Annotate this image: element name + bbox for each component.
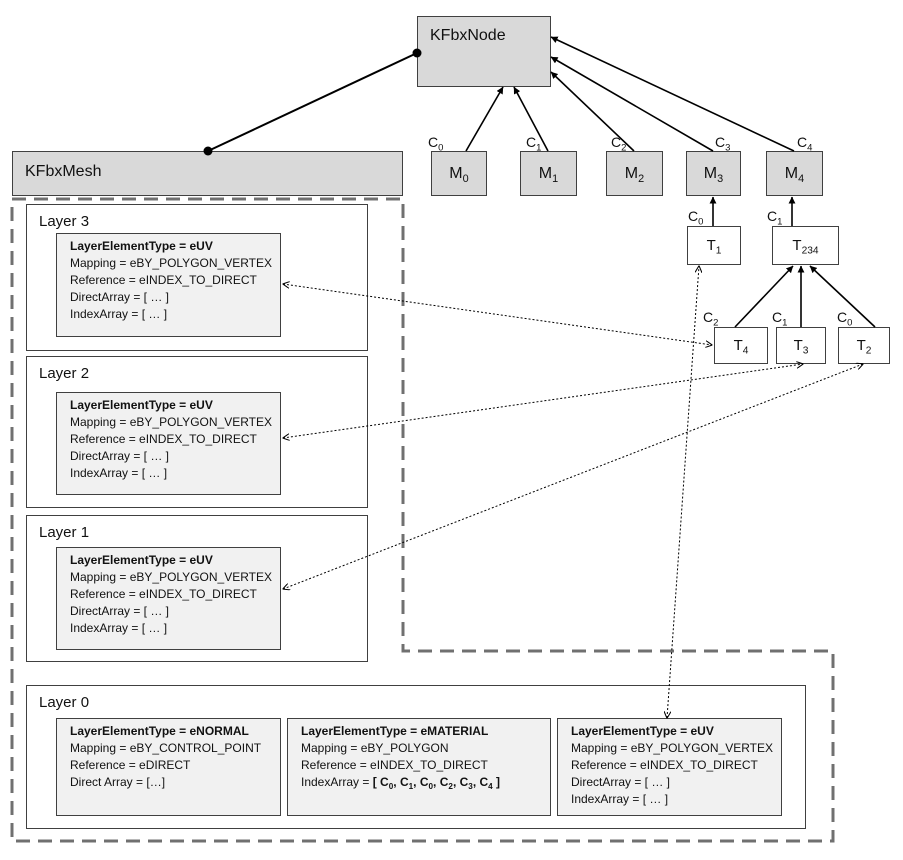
element-type: LayerElementType = eUV bbox=[571, 724, 714, 738]
element-index-array: IndexArray = [ C0, C1, C0, C2, C3, C4 ] bbox=[301, 775, 501, 791]
material-index-value: C3 bbox=[459, 775, 473, 791]
m3-node-arrow bbox=[550, 56, 714, 152]
texture-label: T1 bbox=[706, 237, 722, 257]
layer-element-uv[interactable]: LayerElementType = eUV Mapping = eBY_POL… bbox=[56, 233, 281, 337]
element-type: LayerElementType = eUV bbox=[70, 239, 213, 253]
texture-label: T234 bbox=[792, 237, 819, 257]
material-label: M3 bbox=[703, 164, 724, 185]
element-index-array: IndexArray = [ … ] bbox=[70, 307, 168, 321]
element-reference: Reference = eINDEX_TO_DIRECT bbox=[70, 432, 257, 446]
layer0-t1-uv-link bbox=[667, 266, 699, 718]
element-reference: Reference = eINDEX_TO_DIRECT bbox=[301, 758, 488, 772]
texture-t2[interactable]: T2 bbox=[838, 327, 890, 364]
material-label: M1 bbox=[538, 164, 559, 185]
element-reference: Reference = eINDEX_TO_DIRECT bbox=[571, 758, 758, 772]
layer1-t2-uv-link bbox=[283, 364, 863, 589]
element-index-array: IndexArray = [ … ] bbox=[571, 792, 669, 806]
material-index-value: C0 bbox=[419, 775, 434, 791]
mesh-node-connection bbox=[207, 52, 418, 152]
kfbxnode-box[interactable]: KFbxNode bbox=[417, 16, 551, 87]
material-connection-label: C0 bbox=[428, 134, 444, 154]
layer-element-uv[interactable]: LayerElementType = eUV Mapping = eBY_POL… bbox=[557, 718, 782, 816]
layer-title: Layer 1 bbox=[39, 524, 90, 541]
element-direct-array: DirectArray = [ … ] bbox=[70, 604, 170, 618]
material-connection-label: C4 bbox=[797, 134, 813, 154]
material-index-value: C0 bbox=[380, 775, 394, 791]
layer-element-uv[interactable]: LayerElementType = eUV Mapping = eBY_POL… bbox=[56, 392, 281, 495]
material-m3[interactable]: M3 bbox=[686, 151, 741, 196]
texture-t234[interactable]: T234 bbox=[772, 226, 839, 265]
element-index-array: IndexArray = [ … ] bbox=[70, 621, 168, 635]
element-type: LayerElementType = eNORMAL bbox=[70, 724, 249, 738]
material-m4[interactable]: M4 bbox=[766, 151, 823, 196]
m4-node-arrow bbox=[550, 36, 795, 152]
element-type: LayerElementType = eUV bbox=[70, 553, 213, 567]
material-m2[interactable]: M2 bbox=[606, 151, 663, 196]
texture-connection-label: C0 bbox=[837, 309, 853, 329]
element-mapping: Mapping = eBY_POLYGON_VERTEX bbox=[70, 256, 272, 270]
layer-title: Layer 0 bbox=[39, 694, 90, 711]
kfbxnode-label: KFbxNode bbox=[430, 27, 506, 44]
material-index-values: [ C0, C1, C0, C2, C3, C4 ] bbox=[372, 775, 501, 791]
element-reference: Reference = eINDEX_TO_DIRECT bbox=[70, 587, 257, 601]
element-mapping: Mapping = eBY_POLYGON_VERTEX bbox=[571, 741, 773, 755]
texture-t4[interactable]: T4 bbox=[714, 327, 768, 364]
texture-label: T3 bbox=[793, 337, 809, 357]
kfbxmesh-box[interactable]: KFbxMesh bbox=[12, 151, 403, 196]
material-index-value: C1 bbox=[399, 775, 414, 791]
element-type: LayerElementType = eUV bbox=[70, 398, 213, 412]
layer-element-normal[interactable]: LayerElementType = eNORMAL Mapping = eBY… bbox=[56, 718, 281, 816]
material-connection-label: C3 bbox=[715, 134, 731, 154]
texture-connection-label: C1 bbox=[772, 309, 788, 329]
material-connection-label: C2 bbox=[611, 134, 627, 154]
material-m0[interactable]: M0 bbox=[431, 151, 487, 196]
element-mapping: Mapping = eBY_CONTROL_POINT bbox=[70, 741, 262, 755]
kfbxmesh-label: KFbxMesh bbox=[25, 163, 102, 180]
element-direct-array: Direct Array = […] bbox=[70, 775, 166, 789]
element-reference: Reference = eDIRECT bbox=[70, 758, 191, 772]
texture-t3[interactable]: T3 bbox=[776, 327, 826, 364]
element-direct-array: DirectArray = [ … ] bbox=[571, 775, 671, 789]
layer-element-material[interactable]: LayerElementType = eMATERIAL Mapping = e… bbox=[287, 718, 551, 816]
texture-connection-label: C1 bbox=[767, 208, 783, 228]
element-mapping: Mapping = eBY_POLYGON bbox=[301, 741, 449, 755]
texture-label: T2 bbox=[856, 337, 872, 357]
texture-label: T4 bbox=[733, 337, 749, 357]
layer-title: Layer 2 bbox=[39, 365, 90, 382]
element-type: LayerElementType = eMATERIAL bbox=[301, 724, 489, 738]
element-mapping: Mapping = eBY_POLYGON_VERTEX bbox=[70, 570, 272, 584]
element-mapping: Mapping = eBY_POLYGON_VERTEX bbox=[70, 415, 272, 429]
material-index-value: C2 bbox=[439, 775, 453, 791]
material-label: M4 bbox=[784, 164, 805, 185]
element-direct-array: DirectArray = [ … ] bbox=[70, 449, 170, 463]
layer-title: Layer 3 bbox=[39, 213, 90, 230]
material-label: M2 bbox=[624, 164, 645, 185]
element-direct-array: DirectArray = [ … ] bbox=[70, 290, 170, 304]
texture-t1[interactable]: T1 bbox=[687, 226, 741, 265]
material-connection-label: C1 bbox=[526, 134, 542, 154]
material-m1[interactable]: M1 bbox=[520, 151, 577, 196]
texture-connection-label: C0 bbox=[688, 208, 704, 228]
element-index-array: IndexArray = [ … ] bbox=[70, 466, 168, 480]
element-reference: Reference = eINDEX_TO_DIRECT bbox=[70, 273, 257, 287]
m0-node-arrow bbox=[465, 86, 504, 152]
layer-element-uv[interactable]: LayerElementType = eUV Mapping = eBY_POL… bbox=[56, 547, 281, 650]
material-index-value: C4 bbox=[479, 775, 493, 791]
texture-connection-label: C2 bbox=[703, 309, 719, 329]
material-label: M0 bbox=[449, 164, 469, 185]
